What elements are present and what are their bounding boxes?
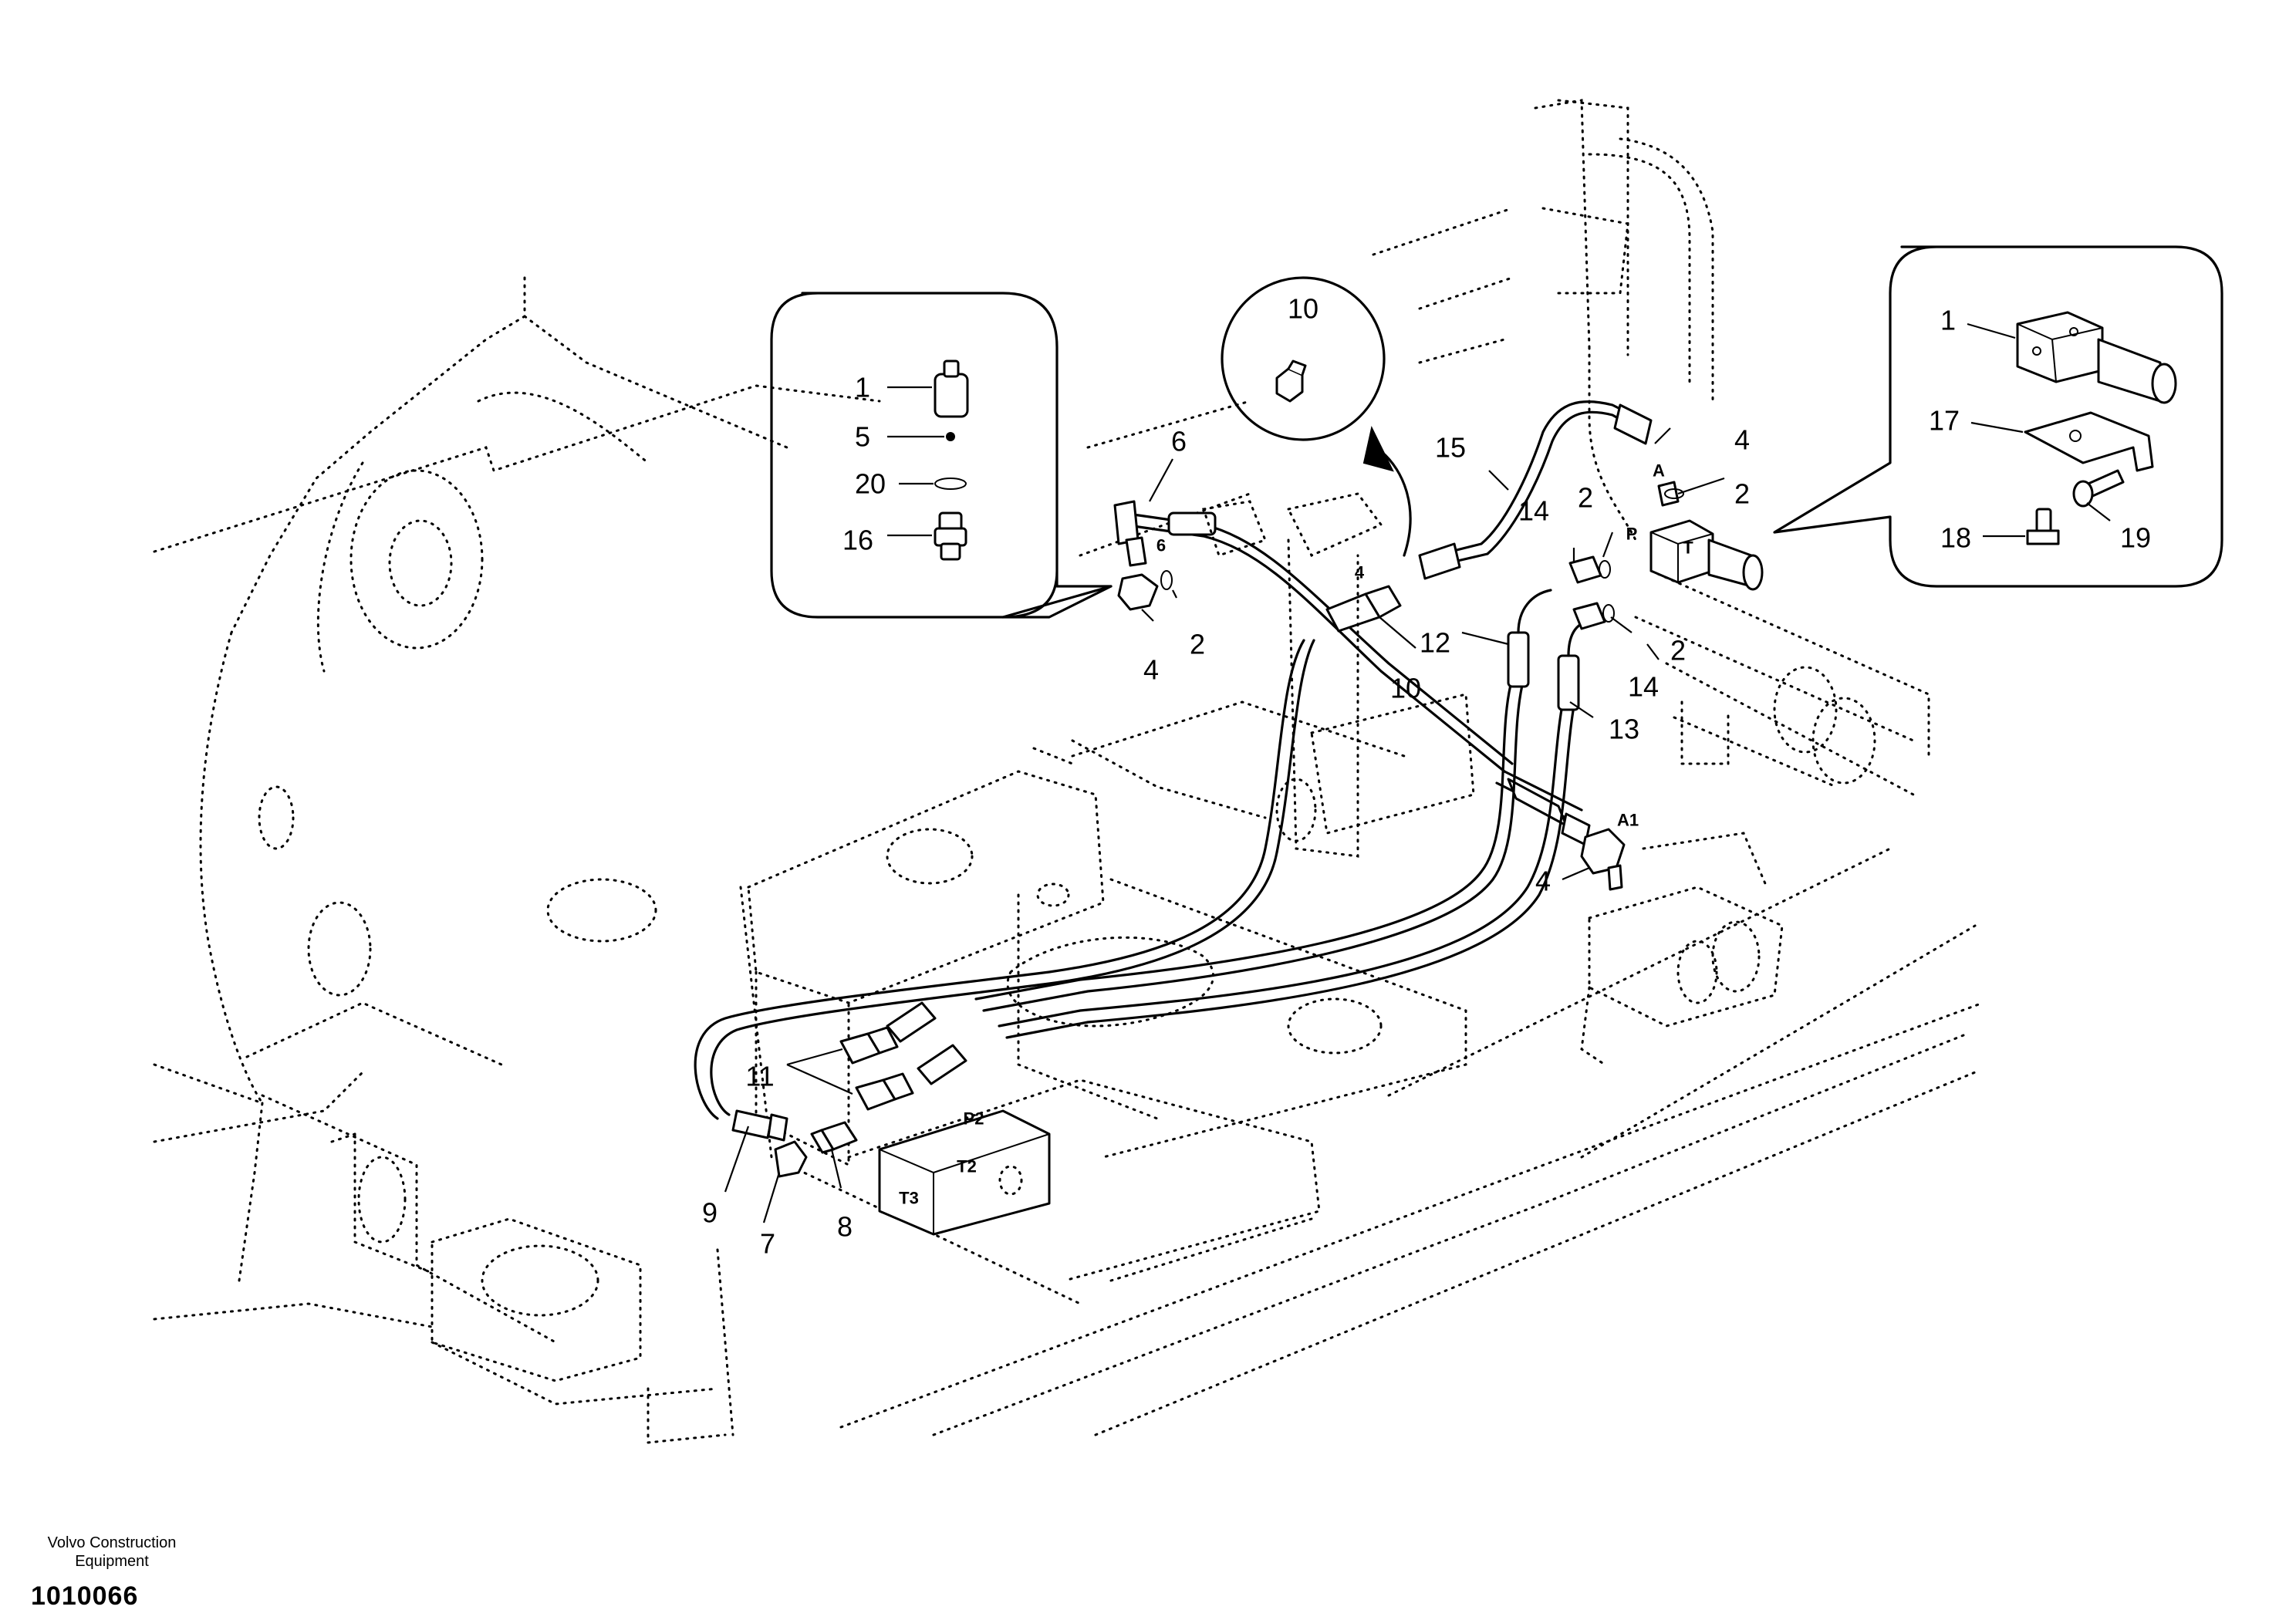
port-label-T3: T3 <box>899 1189 919 1208</box>
callout-10: 10 <box>1390 673 1421 704</box>
callout-19: 19 <box>2120 522 2151 554</box>
callout-4-a1: 4 <box>1535 866 1551 897</box>
port-label-T2: T2 <box>957 1157 977 1176</box>
valves-and-fittings <box>774 481 1784 1236</box>
detail-inset-round <box>1221 276 1412 557</box>
port-label-A: A <box>1653 461 1665 481</box>
part-18-screw <box>2026 508 2060 545</box>
callout-11: 11 <box>745 1061 774 1092</box>
callout-8: 8 <box>837 1211 853 1243</box>
part-10-plug <box>1275 359 1307 403</box>
port-label-A1: A1 <box>1617 811 1639 830</box>
part-3-connector <box>934 359 969 418</box>
callout-15: 15 <box>1435 432 1466 464</box>
detail-inset-left <box>770 292 1113 619</box>
callout-12: 14 <box>1518 495 1549 527</box>
callout-14-right: 13 <box>1609 714 1639 745</box>
port-label-P: P <box>1626 525 1638 544</box>
callout-labels: 1 5 20 16 10 1 17 18 19 6 15 4 2 14 2 2 … <box>702 293 2151 1260</box>
leader-lines <box>724 427 1725 1223</box>
footer: Volvo Construction Equipment 1010066 <box>31 1534 193 1612</box>
part-16-fitting <box>934 511 967 561</box>
callout-1: 1 <box>1940 305 1956 336</box>
callout-17: 17 <box>1929 405 1960 437</box>
part-20-oring <box>934 478 967 490</box>
part-17-bracket <box>2024 411 2154 472</box>
machine-frame-outline <box>153 99 1984 1444</box>
callout-2-left: 2 <box>1190 629 1205 660</box>
port-label-T: T <box>1683 538 1693 558</box>
detail-inset-right <box>1773 245 2223 588</box>
port-label-P2: P2 <box>964 1109 984 1129</box>
callout-16: 16 <box>842 525 873 556</box>
callout-4-top-right: 4 <box>1734 424 1750 456</box>
part-1-valve-block <box>2016 311 2177 404</box>
callout-2-right: 2 <box>1670 635 1686 667</box>
callout-6: 6 <box>1171 426 1187 457</box>
callout-7: 7 <box>760 1228 775 1260</box>
hoses <box>694 400 1653 1142</box>
callout-9: 9 <box>702 1197 718 1229</box>
callout-20: 20 <box>855 468 886 500</box>
callout-14-left: 12 <box>1420 627 1450 659</box>
callout-5: 5 <box>855 421 870 453</box>
callout-4-left: 4 <box>1143 654 1159 686</box>
port-labels: 6 4 A P T A1 P2 T2 T3 <box>899 461 1693 1208</box>
callout-18: 18 <box>1940 522 1971 554</box>
callout-13: 14 <box>1628 671 1659 703</box>
callout-2-top-right: 2 <box>1734 478 1750 510</box>
port-label-6: 6 <box>1156 536 1166 555</box>
part-19-screw <box>2072 469 2125 508</box>
part-5-ball <box>946 432 955 441</box>
callout-10-inset: 10 <box>1288 293 1319 325</box>
callout-3: 1 <box>855 372 870 403</box>
document-number: 1010066 <box>31 1581 139 1611</box>
part-11-fittings <box>839 1026 914 1111</box>
port-label-4: 4 <box>1355 563 1365 582</box>
company-name: Volvo Construction Equipment <box>47 1534 177 1570</box>
callout-2-center-right: 2 <box>1578 482 1593 514</box>
